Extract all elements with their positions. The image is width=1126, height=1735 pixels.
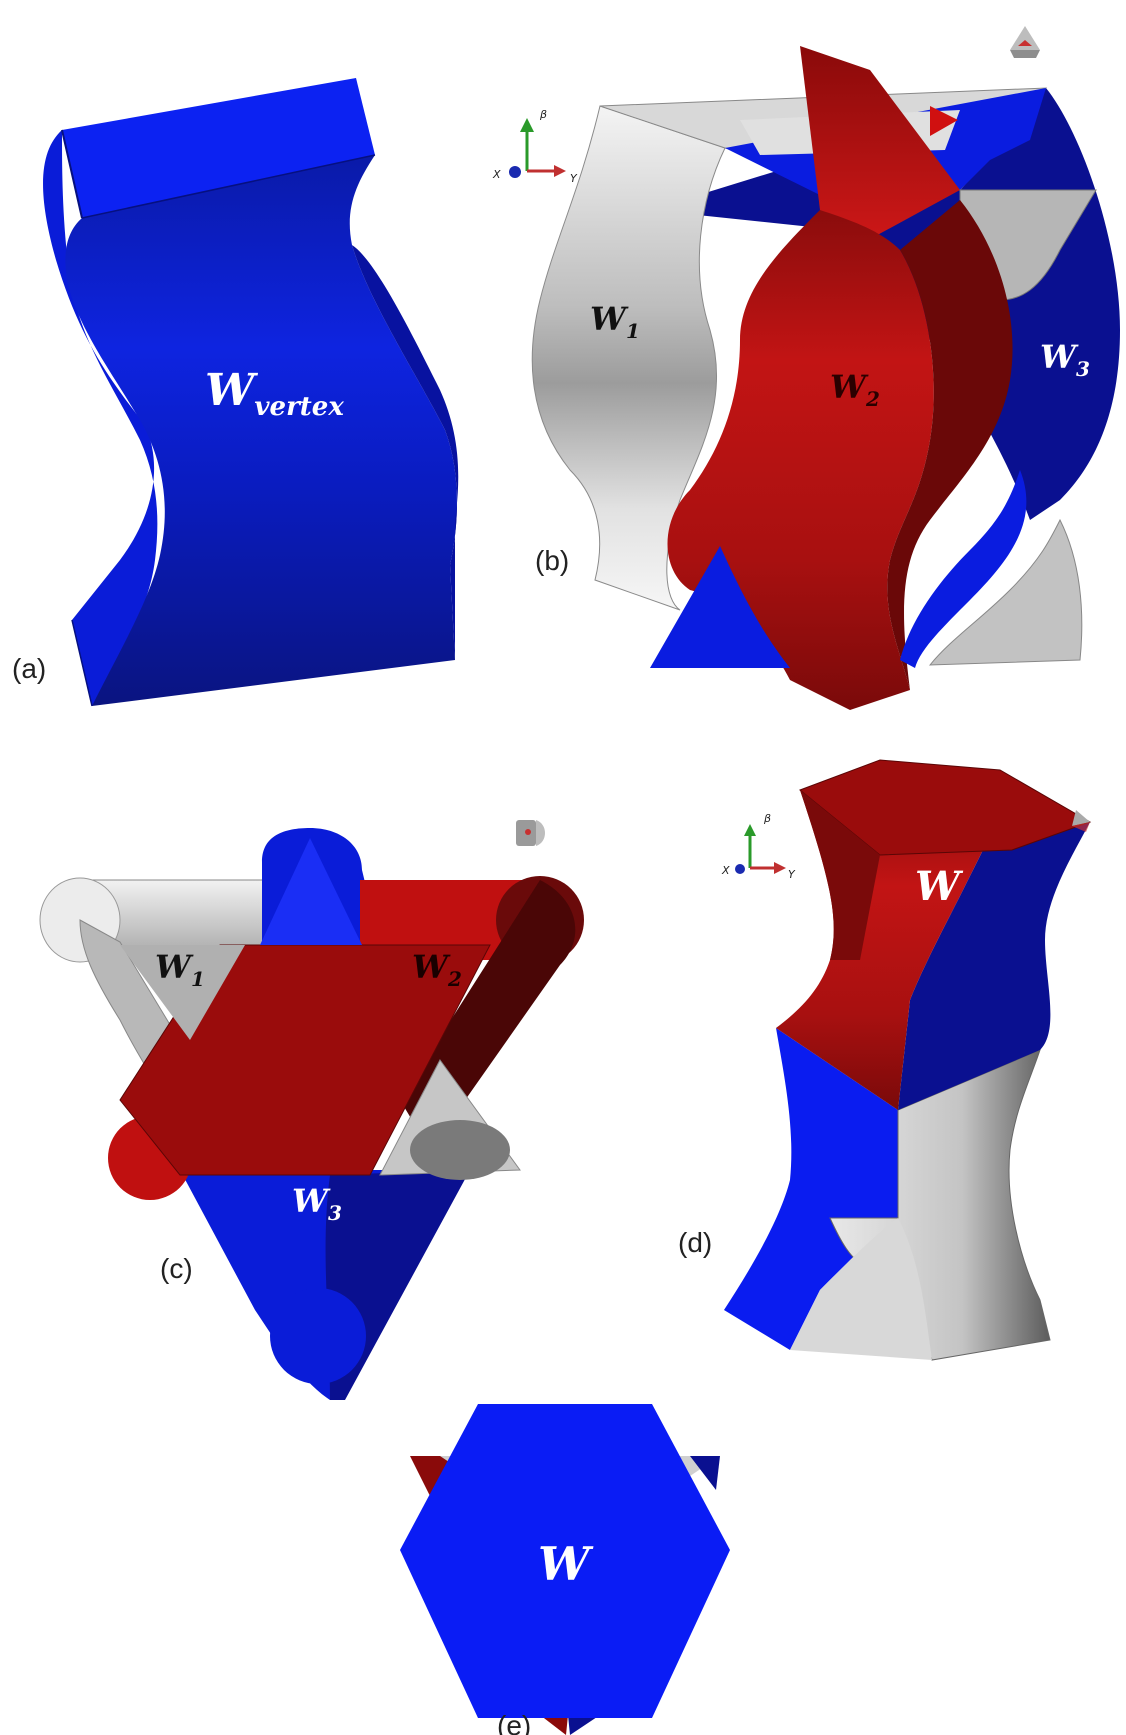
panel-c-w3-label: W3 — [292, 1182, 342, 1225]
panel-d-red-top-left — [800, 790, 880, 960]
panel-e-blue-tip-right — [690, 1456, 720, 1490]
panel-a-top-block — [62, 78, 375, 218]
panel-d-w-label: W — [915, 863, 964, 910]
panel-c-gray-upper-tri — [120, 945, 245, 1040]
panel-b-red-tip — [930, 106, 958, 136]
panel-e-blue-tip-bottom — [568, 1715, 600, 1735]
panel-d-axis-beta: β — [763, 812, 771, 825]
panel-a-label: (a) — [12, 653, 46, 684]
panel-b-axes-triad: β X Y — [492, 108, 578, 185]
panel-a-bottom-edge — [71, 619, 93, 707]
panel-a-fold-line — [81, 154, 376, 219]
panel-e-label: (e) — [497, 1710, 531, 1735]
panel-b-axis-y: Y — [570, 172, 578, 185]
panel-b-w3-lower — [900, 470, 1027, 668]
panel-b-red-top — [800, 46, 960, 250]
panel-a-right-face — [352, 245, 459, 660]
panel-c-w2-label: W2 — [412, 948, 462, 991]
panel-d-label: (d) — [678, 1227, 712, 1258]
panel-b-w2-label: W2 — [830, 368, 880, 411]
panel-b-blue-lower-left — [650, 546, 790, 668]
panel-c-label: (c) — [160, 1253, 193, 1284]
panel-a-side-face — [43, 130, 158, 706]
panel-c-blue-top-tri — [260, 838, 362, 945]
panel-e-hexagon — [400, 1404, 730, 1718]
panel-c: W1 W2 W3 (c) — [39, 820, 584, 1400]
panel-e-w-label: W — [538, 1537, 594, 1591]
panel-d-dark-blue-upper — [898, 790, 1090, 1110]
panel-e: W (e) — [400, 1404, 730, 1735]
panel-d: W (d) β X Y — [678, 759, 1092, 1361]
panel-e-red-tip-bottom — [540, 1715, 568, 1735]
panel-a: Wvertex (a) — [12, 78, 459, 707]
panel-a-w-label: Wvertex — [205, 365, 344, 422]
panel-b-axis-beta: β — [539, 108, 547, 121]
panel-c-gray-right-cap — [410, 1120, 510, 1180]
panel-d-gray-bottom — [790, 1218, 932, 1360]
panel-b-w1-body — [531, 105, 726, 611]
panel-b-w2-dark-side — [887, 200, 1013, 690]
panel-a-top-edge — [61, 129, 83, 219]
panel-b-label: (b) — [535, 545, 569, 576]
panel-b-gray-lower-right — [928, 518, 1083, 666]
panel-c-w2-rhombus — [119, 944, 491, 1176]
panel-a-front-face — [65, 155, 457, 706]
panel-c-blue-bottom-cap — [270, 1288, 366, 1384]
panel-d-blue-lower-face — [724, 1028, 898, 1350]
panel-d-view-cube-icon — [1072, 810, 1090, 832]
panel-b-w3-label: W3 — [1040, 338, 1090, 381]
view-cube-icon — [1010, 26, 1040, 58]
panel-b-w1-label: W1 — [590, 300, 640, 343]
panel-c-w1-label: W1 — [155, 948, 205, 991]
panel-d-axis-y: Y — [788, 868, 796, 881]
panel-d-axis-x: X — [721, 864, 730, 877]
panel-d-axes-triad: β X Y — [721, 812, 796, 881]
panel-b-axis-x: X — [492, 168, 501, 181]
panel-c-view-cube-icon — [516, 820, 545, 846]
panel-b: W1 W2 W3 (b) β X Y — [492, 26, 1120, 710]
